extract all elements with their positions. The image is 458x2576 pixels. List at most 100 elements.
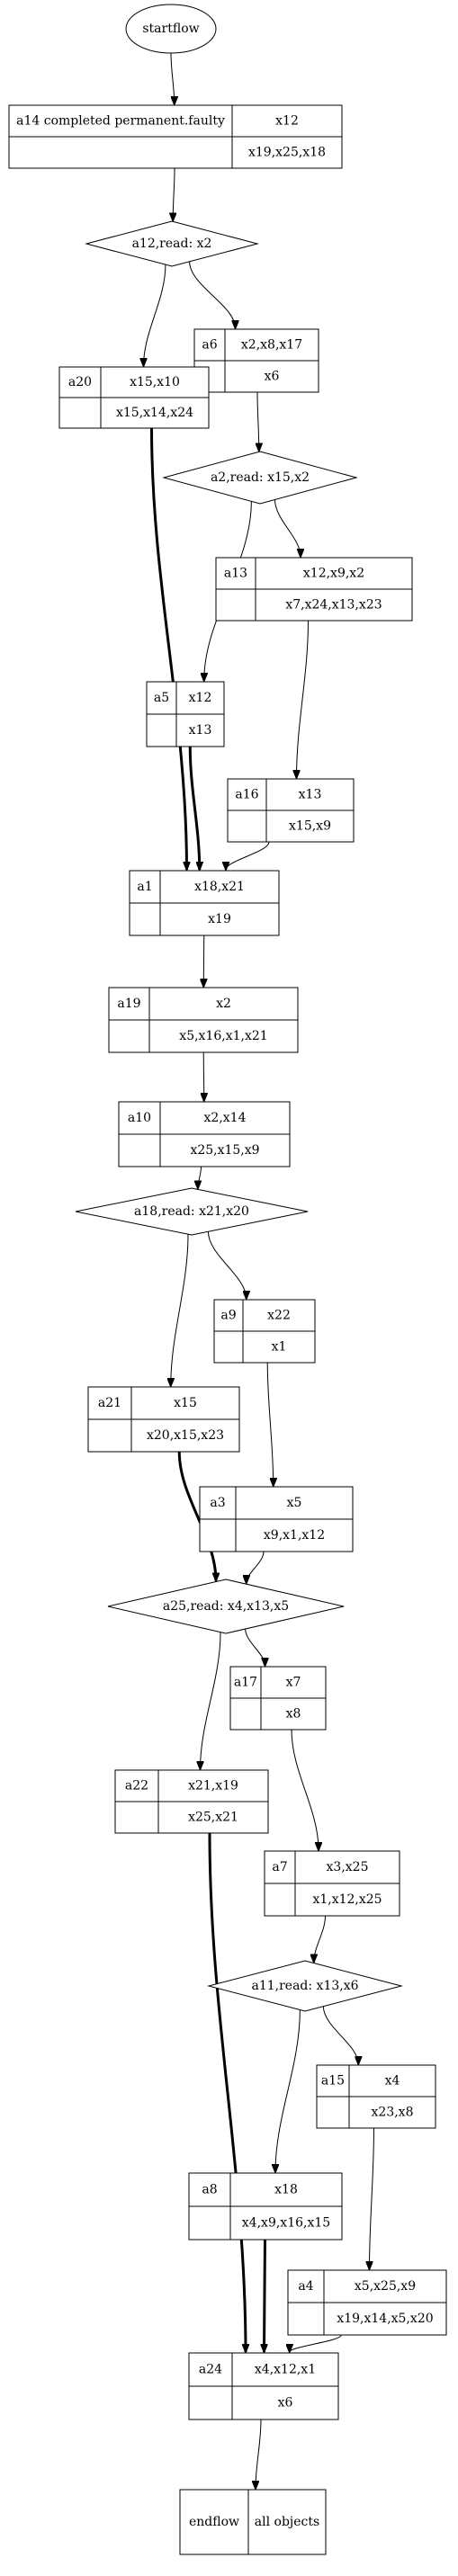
record-writes: x7 bbox=[286, 1676, 301, 1690]
edge-d2-a13 bbox=[274, 499, 301, 557]
node-a7: a7 x3,x25 x1,x12,x25 bbox=[264, 1850, 400, 1917]
edge-a10-d18 bbox=[198, 1166, 202, 1188]
edge-a15-a4 bbox=[370, 2127, 374, 2269]
record-name: a8 bbox=[202, 2183, 217, 2197]
node-a14: a14 completed permanent.faulty x12 x19,x25… bbox=[8, 104, 343, 169]
edge-a17-a7 bbox=[291, 1729, 319, 1850]
edge-a14-d12 bbox=[173, 167, 175, 220]
record-name: a5 bbox=[154, 691, 169, 705]
record-reads: x1,x12,x25 bbox=[312, 1892, 382, 1907]
record-writes: x18,x21 bbox=[194, 880, 245, 894]
record-reads: x9,x1,x12 bbox=[264, 1528, 325, 1543]
record-name: a10 bbox=[128, 1111, 151, 1125]
record-writes: x5 bbox=[287, 1496, 302, 1510]
record-name: a7 bbox=[272, 1860, 287, 1874]
record-reads: x15,x9 bbox=[289, 819, 331, 834]
record-reads: x19,x25,x18 bbox=[248, 146, 326, 160]
edge-d18-a21 bbox=[171, 1234, 189, 1386]
edge-a3-d25 bbox=[247, 1551, 265, 1583]
record-name: a14 completed permanent.faulty bbox=[16, 114, 225, 129]
record-box bbox=[179, 2489, 327, 2555]
record-writes: x3,x25 bbox=[327, 1860, 369, 1874]
record-writes: x12,x9,x2 bbox=[303, 567, 364, 581]
record-reads: x19,x14,x5,x20 bbox=[337, 2312, 433, 2326]
record-reads: x4,x9,x16,x15 bbox=[242, 2216, 330, 2231]
node-a22: a22 x21,x19 x25,x21 bbox=[114, 1769, 269, 1834]
record-writes: x2,x8,x17 bbox=[241, 338, 302, 353]
edge-a20-a1 bbox=[150, 427, 187, 870]
record-writes: x2,x14 bbox=[204, 1111, 247, 1125]
edge-a9-a3 bbox=[266, 1362, 274, 1486]
decision-label: a11,read: x13,x6 bbox=[251, 1979, 358, 1993]
edge-a7-d11 bbox=[314, 1915, 326, 1963]
decision-diamond bbox=[207, 1960, 403, 2012]
record-writes: x13 bbox=[299, 788, 322, 802]
record-writes: x21,x19 bbox=[188, 1779, 238, 1793]
record-name: a22 bbox=[125, 1779, 148, 1793]
record-writes: x4 bbox=[385, 2074, 400, 2089]
decision-label: a25,read: x4,x13,x5 bbox=[163, 1599, 289, 1614]
record-name: a6 bbox=[202, 338, 217, 353]
edge-a6-d2 bbox=[257, 391, 259, 451]
record-name: a17 bbox=[234, 1676, 257, 1690]
start-ellipse bbox=[125, 4, 217, 54]
edge-a21-d25 bbox=[177, 1451, 216, 1581]
node-d2: a2,read: x15,x2 bbox=[162, 451, 358, 505]
record-name: a21 bbox=[98, 1396, 121, 1410]
record-reads: x6 bbox=[278, 2396, 293, 2411]
edge-a16-a1 bbox=[226, 841, 270, 870]
decision-diamond bbox=[85, 220, 259, 267]
start-label: startflow bbox=[142, 22, 199, 36]
record-writes: x4,x12,x1 bbox=[255, 2363, 316, 2377]
decision-diamond bbox=[107, 1579, 345, 1634]
record-reads: x25,x21 bbox=[188, 1811, 238, 1825]
node-a6: a6 x2,x8,x17 x6 bbox=[193, 328, 319, 393]
edge-d11-a8 bbox=[275, 2009, 301, 2172]
edge-a4-a24 bbox=[290, 2334, 342, 2352]
edge-d25-a22 bbox=[201, 1632, 221, 1769]
record-writes: x18 bbox=[274, 2183, 298, 2197]
edge-d18-a9 bbox=[207, 1231, 246, 1299]
edge-d25-a17 bbox=[245, 1628, 265, 1666]
node-a3: a3 x5 x9,x1,x12 bbox=[199, 1486, 354, 1552]
record-name: a3 bbox=[210, 1496, 225, 1510]
record-reads: x20,x15,x23 bbox=[147, 1428, 224, 1443]
node-d18: a18,read: x21,x20 bbox=[75, 1187, 309, 1236]
record-name: a24 bbox=[199, 2363, 222, 2377]
record-reads: x5,x16,x1,x21 bbox=[179, 1029, 267, 1043]
edge-startflow-a14 bbox=[170, 52, 175, 104]
record-writes: x12 bbox=[275, 114, 299, 129]
decision-label: a12,read: x2 bbox=[132, 237, 212, 251]
record-name: endflow bbox=[189, 2515, 239, 2529]
record-name: a15 bbox=[321, 2074, 345, 2089]
edges-layer bbox=[144, 52, 374, 2489]
record-writes: x15,x10 bbox=[130, 375, 180, 389]
record-name: a19 bbox=[117, 997, 140, 1011]
nodes-layer: startflow a14 completed permanent.faulty x… bbox=[8, 4, 447, 2555]
record-writes: all objects bbox=[255, 2515, 319, 2529]
record-name: a9 bbox=[220, 1309, 236, 1323]
decision-label: a18,read: x21,x20 bbox=[134, 1204, 249, 1219]
node-d11: a11,read: x13,x6 bbox=[207, 1960, 403, 2012]
record-reads: x6 bbox=[265, 370, 280, 384]
edge-d12-a20 bbox=[144, 264, 166, 366]
decision-diamond bbox=[162, 451, 358, 505]
edge-a13-a16 bbox=[297, 620, 309, 778]
record-writes: x5,x25,x9 bbox=[355, 2279, 416, 2294]
edge-a1-a19 bbox=[203, 935, 204, 987]
node-d25: a25,read: x4,x13,x5 bbox=[107, 1579, 345, 1634]
edge-a19-a10 bbox=[203, 1051, 204, 1101]
node-d12: a12,read: x2 bbox=[85, 220, 259, 267]
decision-label: a2,read: x15,x2 bbox=[211, 470, 310, 485]
record-writes: x12 bbox=[189, 691, 212, 705]
record-writes: x22 bbox=[267, 1309, 291, 1323]
